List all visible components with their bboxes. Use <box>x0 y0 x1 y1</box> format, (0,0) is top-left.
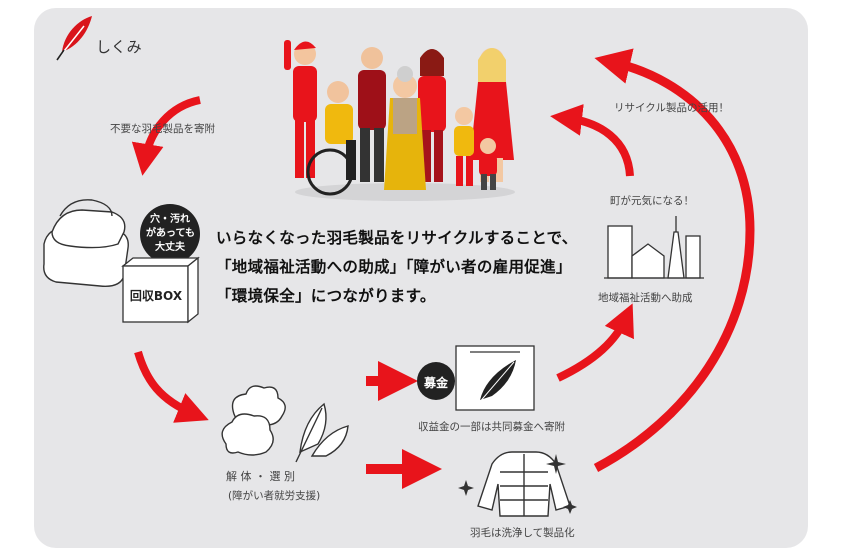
badge-line3: 大丈夫 <box>155 242 185 253</box>
header-title: しくみ <box>96 38 142 56</box>
down-cotton-icon <box>221 385 286 456</box>
label-town: 町が元気になる！ <box>610 195 694 207</box>
fund-card-icon <box>455 345 535 411</box>
down-jacket-icon <box>477 451 571 517</box>
feather-pair-icon <box>295 402 349 463</box>
no-problem-badge <box>140 204 200 264</box>
collection-box-icon <box>121 256 200 324</box>
label-reuse: リサイクル製品の活用！ <box>614 102 729 114</box>
main-message-line1: いらなくなった羽毛製品をリサイクルすることで、 <box>216 229 578 247</box>
main-message-line3: 「環境保全」につながります。 <box>216 287 436 305</box>
feather-logo-icon <box>56 16 92 61</box>
main-message-line2: 「地域福祉活動への助成」「障がい者の雇用促進」 <box>216 258 572 276</box>
badge-line2: があっても <box>146 228 195 239</box>
badge-line1: 穴・汚れ <box>150 214 190 225</box>
arrow-to-dismantle <box>134 350 209 423</box>
family-illustration <box>284 40 515 201</box>
arrow-to-town <box>550 103 634 177</box>
town-buildings-icon <box>604 216 704 279</box>
label-welfare: 地域福祉活動へ助成 <box>598 292 693 304</box>
fund-badge-label: 募金 <box>423 376 448 390</box>
label-dismantle: 解 体 ・ 選 別 <box>226 470 295 483</box>
main-message: いらなくなった羽毛製品をリサイクルすることで、 「地域福祉活動への助成」「障がい… <box>216 224 578 311</box>
arrow-to-welfare <box>556 303 634 382</box>
sparkle-icon <box>458 454 577 514</box>
arrow-donate <box>131 96 201 176</box>
label-fund-note: 収益金の一部は共同募金へ寄附 <box>418 421 565 433</box>
label-support: (障がい者就労支援) <box>228 490 321 502</box>
label-donate: 不要な羽毛製品を寄附 <box>110 123 215 135</box>
fund-badge <box>417 362 455 400</box>
label-wash: 羽毛は洗浄して製品化 <box>470 527 575 539</box>
box-label: 回収BOX <box>129 289 183 303</box>
futon-stack-icon <box>43 199 129 287</box>
arrow-reuse <box>593 48 755 472</box>
